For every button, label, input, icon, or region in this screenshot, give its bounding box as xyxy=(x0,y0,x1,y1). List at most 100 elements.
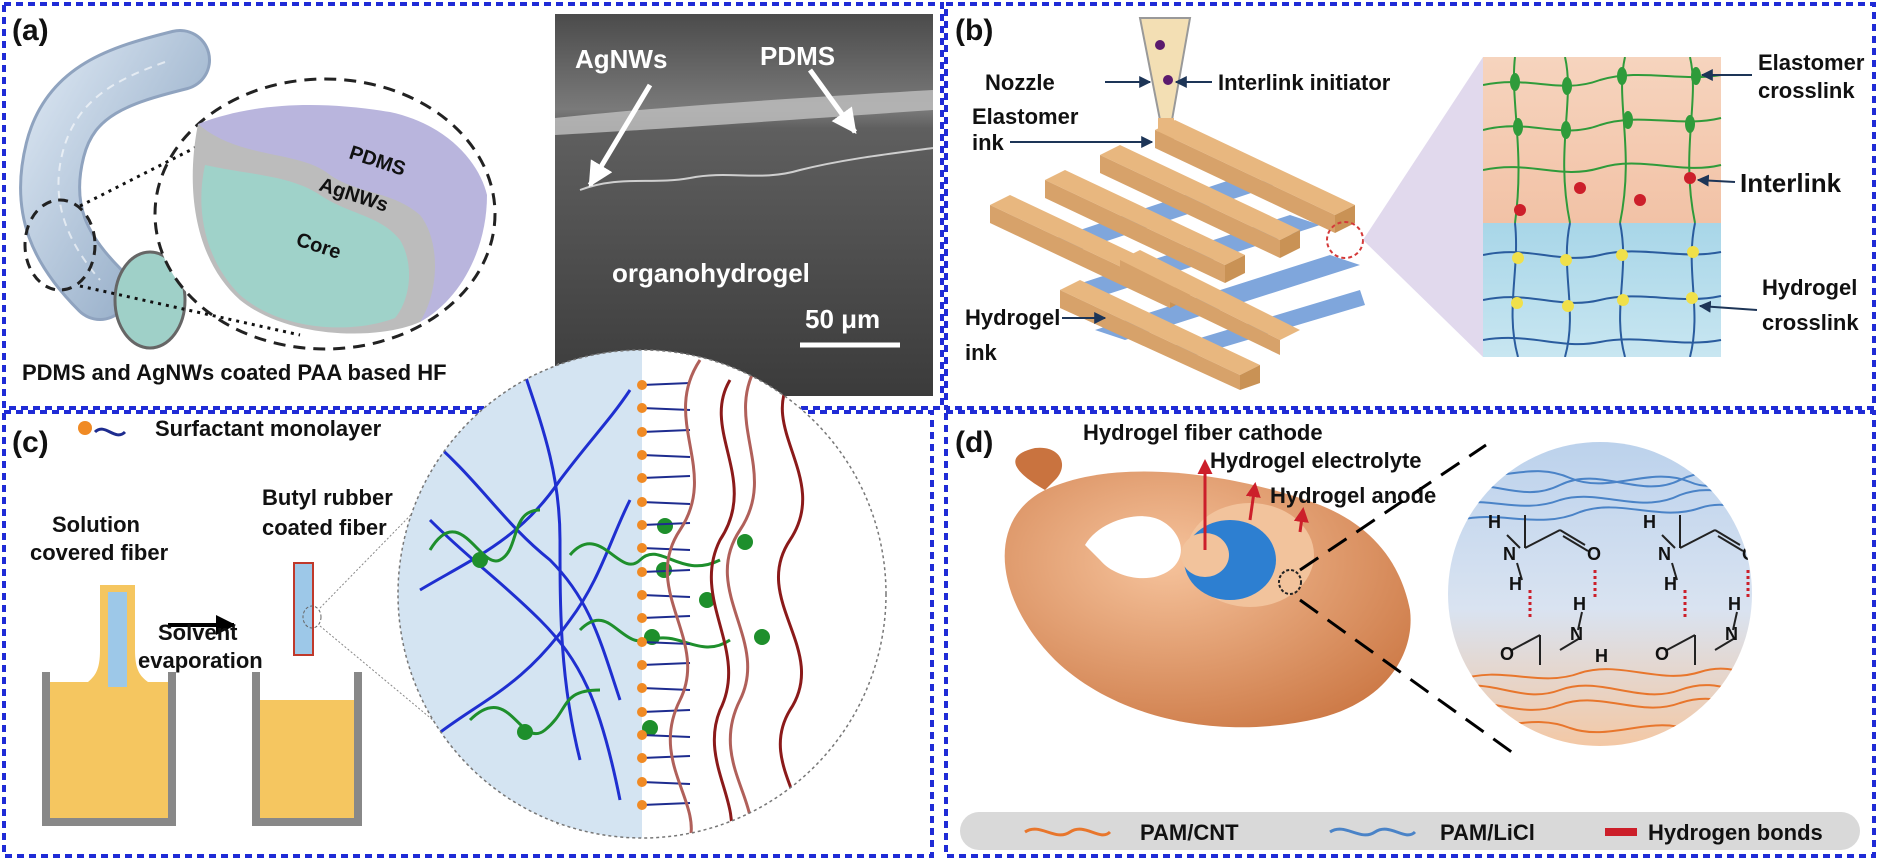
electrolyte-arrow xyxy=(1245,482,1261,521)
agnws-arrow xyxy=(587,83,653,188)
hydrogel-crosslink-points xyxy=(1511,246,1699,312)
curl-gap xyxy=(1085,516,1181,579)
solvent-label-1: Solvent xyxy=(158,620,238,645)
rubber-chains xyxy=(665,359,805,838)
sem-pdms-label: PDMS xyxy=(760,41,835,71)
sem-image: AgNWs PDMS organohydrogel 50 μm xyxy=(555,14,934,396)
zoom-source-ring xyxy=(23,198,97,292)
coated-fiber xyxy=(293,562,314,656)
hydrogen-bond-legend-icon xyxy=(1605,828,1637,836)
zoom-line-d-bottom xyxy=(1299,598,1521,760)
pdms-film xyxy=(555,90,933,135)
panel-c-label: (c) xyxy=(12,426,49,459)
hydrogen-bond-legend-label: Hydrogen bonds xyxy=(1648,820,1823,845)
curl-tip xyxy=(1015,447,1063,490)
elastomer-region xyxy=(1483,57,1721,223)
pam-cnt-legend-icon xyxy=(1024,827,1112,837)
zoom-cone xyxy=(1363,57,1483,357)
sem-scale-label: 50 μm xyxy=(805,304,880,334)
legend-bar xyxy=(960,812,1860,850)
surfactant-tail-icon xyxy=(93,427,127,437)
fiber-end-cathode xyxy=(1181,533,1229,577)
elastomer-strands xyxy=(990,120,1355,390)
panel-d-label: (d) xyxy=(955,426,993,459)
hydrogel-chains xyxy=(419,359,632,801)
atom-o: O xyxy=(1500,644,1514,664)
panel-d-border xyxy=(944,410,1876,858)
hydrogel-ink-label-1: Hydrogel xyxy=(965,305,1060,330)
hydrogel-network xyxy=(1483,222,1722,357)
crosslinker-chains xyxy=(428,508,731,736)
interface-zoom-marker xyxy=(1278,569,1302,595)
sem-background xyxy=(555,14,933,396)
panel-c-border xyxy=(2,410,934,858)
agnws-boundary xyxy=(579,147,934,191)
atom-n: N xyxy=(1658,544,1671,564)
interface-circle-outline xyxy=(397,349,887,839)
atom-h: H xyxy=(1595,646,1608,666)
atom-o: O xyxy=(1742,544,1756,564)
panel-b-label: (b) xyxy=(955,14,993,47)
surfactant-legend-label: Surfactant monolayer xyxy=(155,416,382,441)
elastomer-crosslink-label-2: crosslink xyxy=(1758,78,1855,103)
pam-licl-legend-icon xyxy=(1329,827,1417,837)
atom-h: H xyxy=(1509,574,1522,594)
core-layer xyxy=(201,165,410,328)
curled-fiber xyxy=(1004,447,1411,728)
panel-a-label: (a) xyxy=(12,14,49,47)
atom-n: N xyxy=(1570,624,1583,644)
zoom-line-d-top xyxy=(1299,443,1487,572)
solution-label-2: covered fiber xyxy=(30,540,169,565)
panel-a-caption: PDMS and AgNWs coated PAA based HF xyxy=(22,360,447,385)
surfactant-head-icon xyxy=(78,421,92,435)
elastomer-ink-label-1: Elastomer xyxy=(972,104,1079,129)
interlink-label: Interlink xyxy=(1740,168,1842,198)
pam-cnt-legend-label: PAM/CNT xyxy=(1140,820,1239,845)
molecular-detail: H N H O H N H O H N H O H N H O xyxy=(1449,469,1756,735)
nozzle xyxy=(1138,17,1192,121)
amide-bonds xyxy=(1506,515,1744,665)
elastomer-ink-label-2: ink xyxy=(972,130,1005,155)
hydrogel-ink-label-2: ink xyxy=(965,340,998,365)
atom-o: O xyxy=(1655,644,1669,664)
hydrogel-crosslink-arrow xyxy=(1698,300,1758,313)
fiber-in-solution xyxy=(108,592,127,687)
elastomer-crosslink-label-1: Elastomer xyxy=(1758,50,1865,75)
sem-organohydrogel-label: organohydrogel xyxy=(612,258,810,288)
solution-label-1: Solution xyxy=(52,512,140,537)
interface-circle xyxy=(398,350,886,838)
elastomer-crosslink-points xyxy=(1510,67,1701,139)
zoom-point xyxy=(302,605,322,629)
atom-h: H xyxy=(1664,574,1677,594)
surfactant-heads xyxy=(637,380,647,810)
anode-arrow xyxy=(1293,507,1309,533)
hydrogel-crosslink-label-1: Hydrogel xyxy=(1762,275,1857,300)
interlink-arrow xyxy=(1696,174,1736,187)
hydrogen-bonds xyxy=(1528,570,1750,620)
pam-licl-legend-label: PAM/LiCl xyxy=(1440,820,1535,845)
atom-h: H xyxy=(1488,512,1501,532)
sem-agnws-label: AgNWs xyxy=(575,44,667,74)
atom-h: H xyxy=(1728,594,1741,614)
panel-a: (a) PDMS AgNWs Core PDMS and AgNWs coate… xyxy=(2,2,944,410)
solvent-label-2: evaporation xyxy=(138,648,263,673)
hydrogel-crosslink-label-2: crosslink xyxy=(1762,310,1859,335)
zoom-line-c-top xyxy=(319,361,561,609)
panel-b-border xyxy=(944,2,1876,410)
nozzle-label: Nozzle xyxy=(985,70,1055,95)
electrolyte-label: Hydrogel electrolyte xyxy=(1210,448,1422,473)
panel-a-border xyxy=(2,2,944,410)
initiator-dot-1 xyxy=(1155,40,1165,50)
panel-b: (b) Nozzle Interlink initiator Elastomer… xyxy=(944,2,1876,410)
beaker-left xyxy=(42,585,176,826)
initiator-label: Interlink initiator xyxy=(1218,70,1391,95)
initiator-dot-2 xyxy=(1163,75,1173,85)
butyl-label-2: coated fiber xyxy=(262,515,387,540)
atom-n: N xyxy=(1503,544,1516,564)
zoom-line-bottom xyxy=(79,284,301,337)
panel-d: (d) Hydrogel fiber cathode Hydrogel elec… xyxy=(944,410,1876,858)
hydrogel-region xyxy=(1483,223,1721,357)
fiber-cross-section xyxy=(113,250,187,350)
crosslinker-nodes xyxy=(472,518,770,740)
beaker-right xyxy=(252,562,362,826)
